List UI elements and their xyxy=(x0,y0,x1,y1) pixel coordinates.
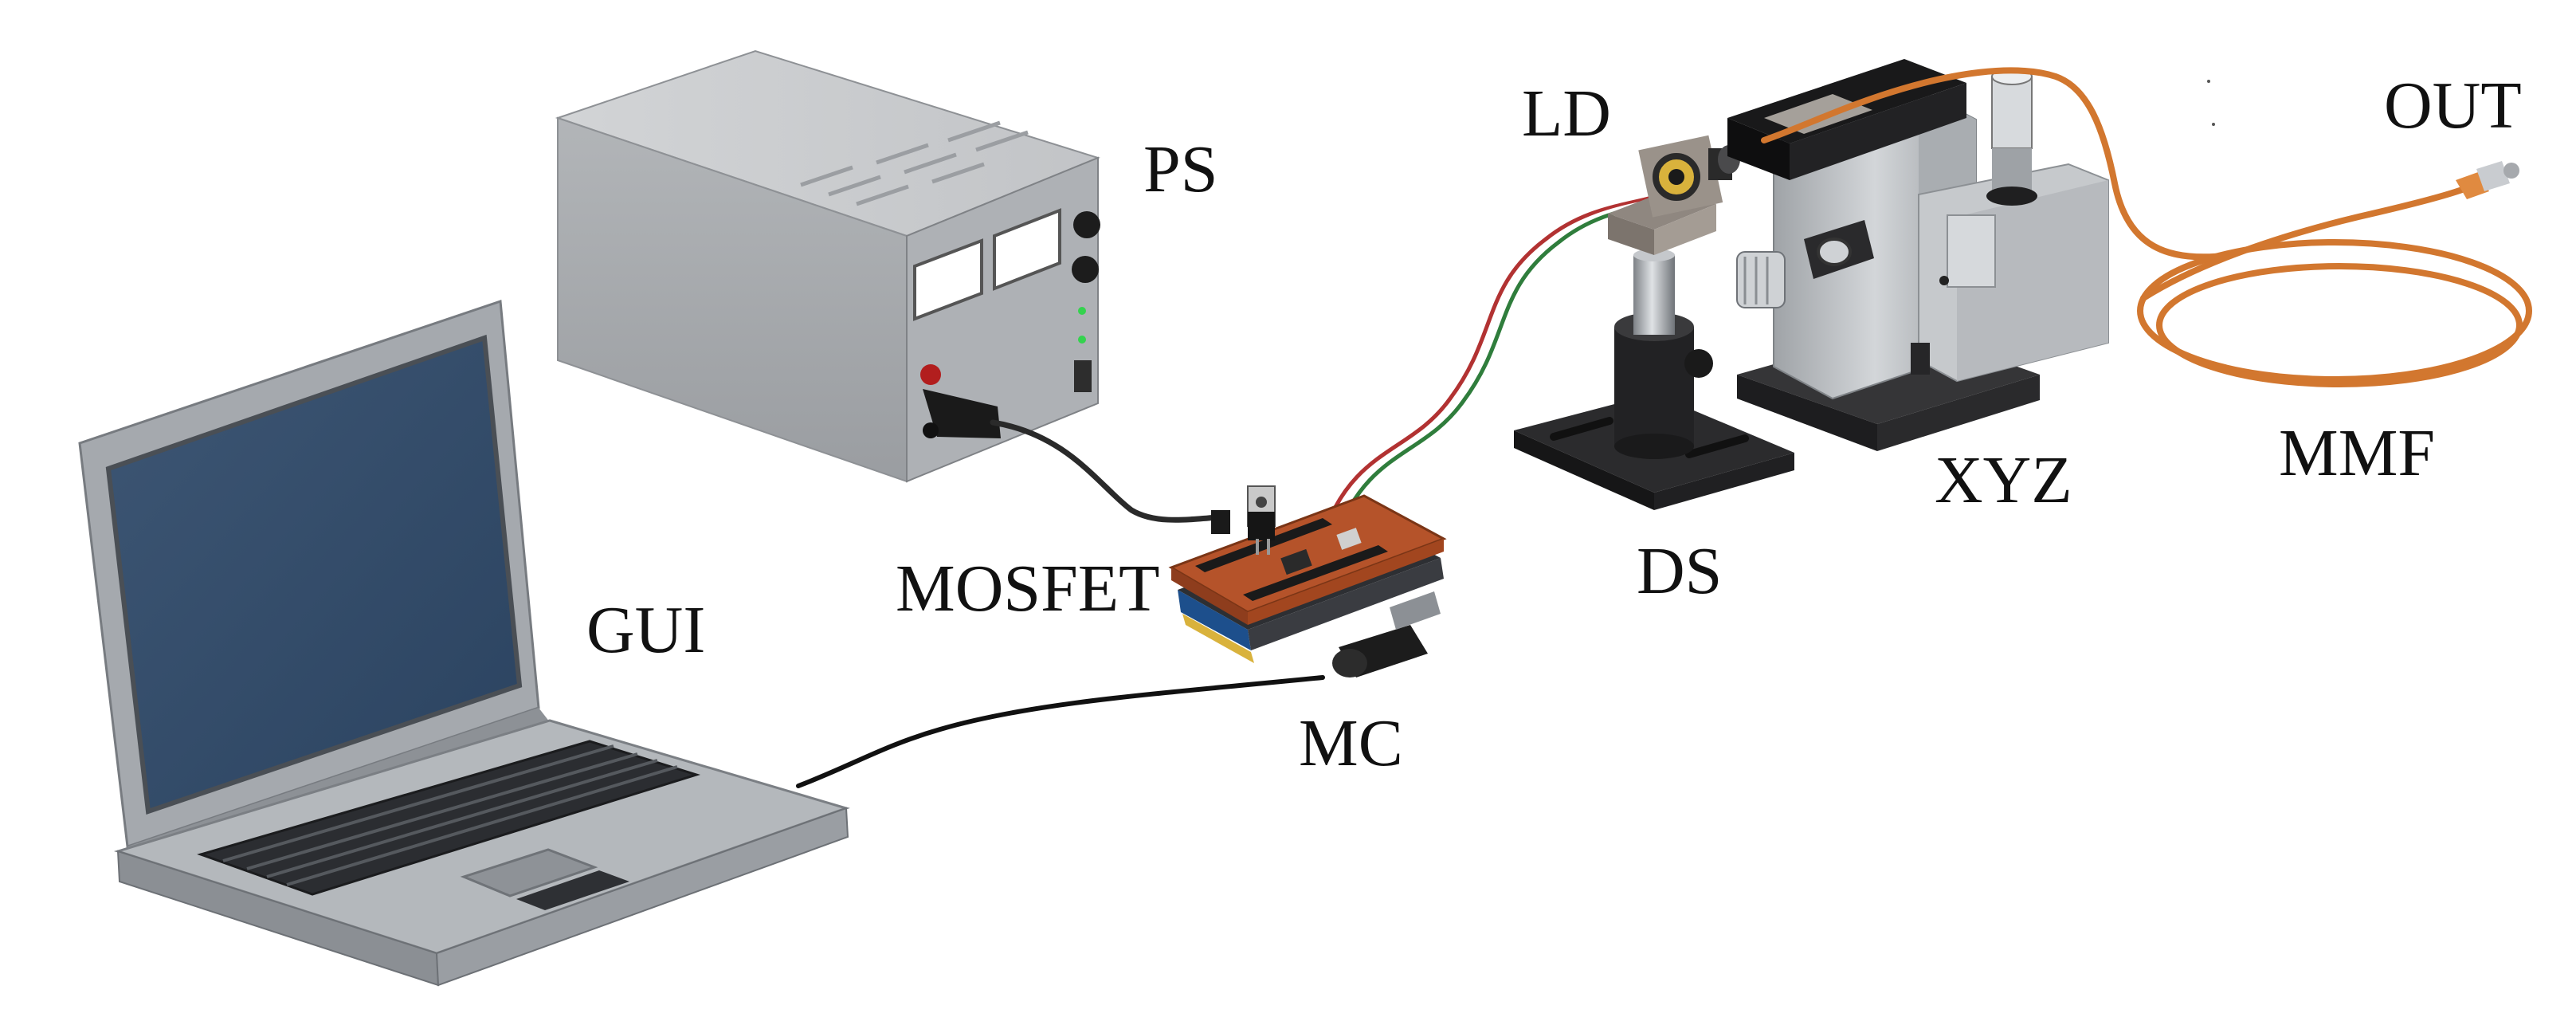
label-mc: MC xyxy=(1299,706,1403,780)
trackpad xyxy=(460,848,598,897)
mosfet-component xyxy=(1247,485,1276,555)
power-switch-icon xyxy=(1074,360,1092,392)
label-xyz: XYZ xyxy=(1935,443,2072,517)
xyz-translation-stage xyxy=(1727,59,2109,451)
label-mosfet: MOSFET xyxy=(896,552,1159,626)
usb-connector xyxy=(1332,591,1441,677)
laser-diode-mount xyxy=(1608,135,1740,255)
trackpad-buttons xyxy=(516,870,629,910)
label-gui: GUI xyxy=(586,593,705,667)
microcontroller-board xyxy=(1168,485,1447,677)
ds-post-mount xyxy=(1514,249,1794,510)
power-cable xyxy=(990,419,1230,523)
plug-connector xyxy=(923,389,1001,438)
label-ld: LD xyxy=(1522,77,1611,151)
label-mmf: MMF xyxy=(2279,416,2435,490)
power-supply xyxy=(555,49,1100,483)
display-window-left xyxy=(913,238,983,321)
red-terminal-icon xyxy=(920,364,941,385)
led-indicator xyxy=(1078,307,1086,315)
laptop-screen xyxy=(105,334,523,815)
laptop xyxy=(78,299,850,987)
ld-signal-wires xyxy=(1320,194,1672,541)
label-out: OUT xyxy=(2384,69,2522,143)
keyboard xyxy=(197,740,701,896)
x-knob-icon xyxy=(1736,251,1786,308)
led-indicator xyxy=(1078,336,1086,344)
knob-icon xyxy=(1073,211,1100,238)
label-ds: DS xyxy=(1637,534,1722,608)
label-ps: PS xyxy=(1143,132,1217,206)
multimode-fiber xyxy=(1761,67,2532,387)
knob-icon xyxy=(1072,256,1099,283)
vent-slots xyxy=(800,120,1029,206)
fiber-connector-out xyxy=(2456,161,2519,199)
z-knob-icon xyxy=(1986,68,2037,206)
usb-cable xyxy=(796,675,1325,788)
display-window-right xyxy=(993,208,1061,291)
